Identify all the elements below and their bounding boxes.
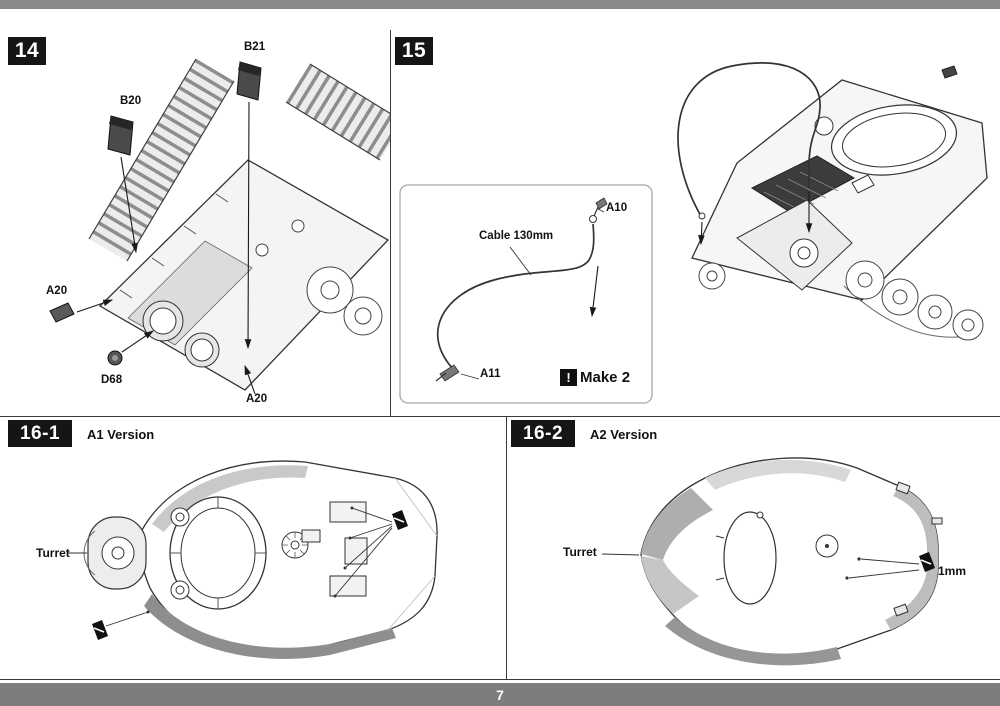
divider-vertical-top bbox=[390, 30, 391, 416]
part-d68-drawing bbox=[107, 350, 123, 366]
part-label-a20-bottom: A20 bbox=[246, 393, 268, 405]
step16-1-illustration bbox=[68, 460, 438, 659]
drill-1mm-icon bbox=[919, 552, 935, 572]
attention-icon: ! bbox=[560, 369, 577, 386]
bottom-band: 7 bbox=[0, 683, 1000, 706]
hull-bottom-drawing bbox=[98, 159, 390, 391]
step-badge-16-2: 16-2 bbox=[511, 420, 575, 447]
make-note: ! Make 2 bbox=[560, 369, 630, 386]
track-right-drawing bbox=[285, 63, 390, 161]
cable-length-label: Cable 130mm bbox=[479, 230, 554, 242]
top-band bbox=[0, 0, 1000, 9]
cable-drawing bbox=[435, 197, 608, 382]
step-badge-15: 15 bbox=[395, 37, 433, 65]
cable-attach-arrow-left bbox=[698, 221, 705, 246]
cable-insert-arrow bbox=[589, 265, 599, 318]
part-label-a10: A10 bbox=[606, 202, 628, 214]
divider-horizontal-mid bbox=[0, 416, 1000, 417]
cable-on-tank-drawing bbox=[677, 62, 821, 220]
turret-label-a1: Turret bbox=[36, 546, 70, 560]
part-a20-left-drawing bbox=[49, 302, 75, 323]
turret-leader-line bbox=[601, 553, 640, 556]
trim-seam-icon bbox=[392, 510, 408, 530]
road-wheels-drawing bbox=[306, 266, 383, 336]
part-b20-drawing bbox=[107, 115, 134, 156]
assembly-arrows bbox=[76, 101, 256, 395]
trim-seam-icon bbox=[92, 610, 150, 640]
step15-illustration bbox=[399, 62, 988, 404]
leader-lines bbox=[460, 208, 605, 380]
step-badge-14: 14 bbox=[8, 37, 46, 65]
tank-hull-drawing bbox=[691, 65, 988, 301]
divider-vertical-bottom bbox=[506, 417, 507, 679]
version-label-a1: A1 Version bbox=[87, 427, 155, 442]
cable-inset-box bbox=[399, 184, 653, 404]
leader-fan bbox=[334, 507, 393, 597]
step16-2-illustration bbox=[601, 457, 943, 666]
version-label-a2: A2 Version bbox=[590, 427, 658, 442]
step-badge-16-1: 16-1 bbox=[8, 420, 72, 447]
page-number: 7 bbox=[496, 686, 504, 703]
hatch-ring-drawing bbox=[169, 496, 267, 610]
turret-label-a2: Turret bbox=[563, 545, 597, 559]
track-left-drawing bbox=[88, 58, 235, 262]
turret-top-view-a2 bbox=[640, 457, 943, 666]
part-label-d68: D68 bbox=[101, 374, 123, 386]
stowage-boxes-drawing bbox=[301, 501, 368, 597]
step14-illustration bbox=[49, 58, 390, 395]
part-label-a20-left: A20 bbox=[46, 285, 68, 297]
leader-lines-1mm bbox=[848, 558, 920, 579]
gun-mantlet-drawing bbox=[83, 516, 147, 590]
note-1mm: 1mm bbox=[938, 564, 967, 578]
divider-horizontal-bottom bbox=[0, 679, 1000, 680]
wheels-drawing bbox=[698, 260, 984, 341]
part-label-b20: B20 bbox=[120, 95, 142, 107]
part-label-b21: B21 bbox=[244, 41, 266, 53]
part-b21-drawing bbox=[236, 61, 262, 101]
make-note-text: Make 2 bbox=[580, 369, 631, 386]
part-label-a11: A11 bbox=[480, 368, 501, 380]
